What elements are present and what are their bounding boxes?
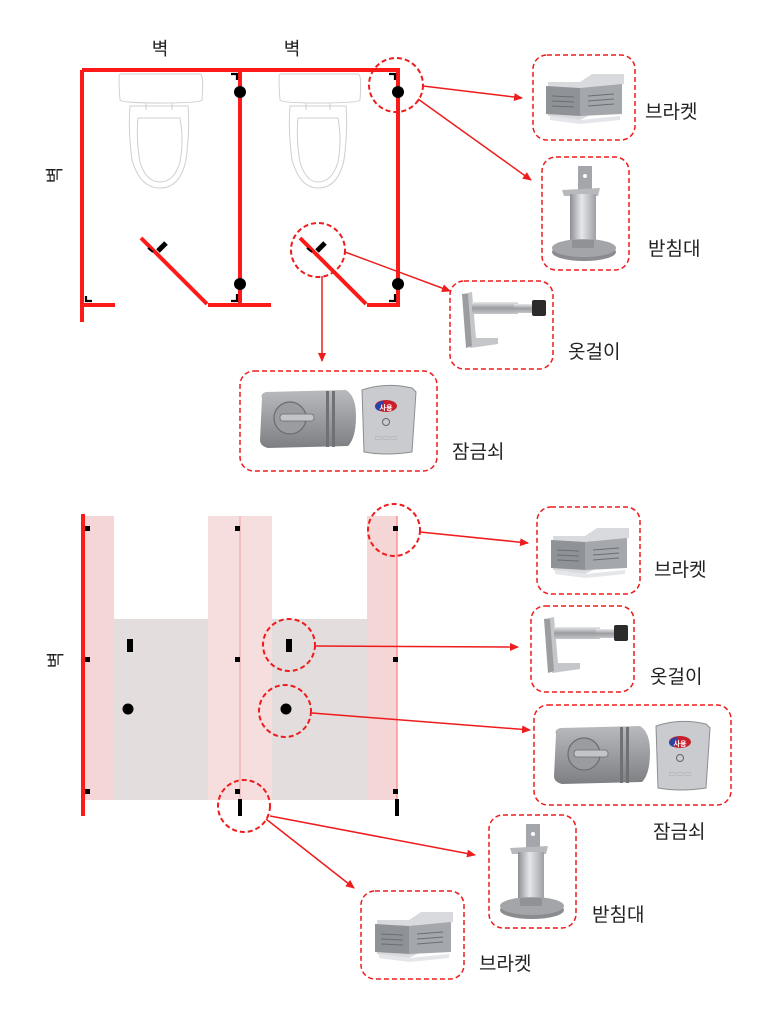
part-lock-elev: 사용 잠금쇠	[533, 704, 732, 843]
callout-circle-elev-lock	[258, 684, 312, 738]
support-leg-label: 받침대	[648, 238, 700, 260]
bracket-label: 브라켓	[645, 101, 697, 123]
toilet-left	[118, 73, 204, 189]
part-bracket-elev-bottom: 브라켓	[360, 890, 531, 980]
lock-label: 잠금쇠	[452, 441, 504, 463]
coat-hook-marks	[127, 639, 292, 652]
bracket-label-elev-top: 브라켓	[654, 559, 706, 581]
coat-hook-label: 옷걸이	[568, 341, 620, 363]
bracket-label-elev-bottom: 브라켓	[479, 953, 531, 975]
lock-indicator-text-elev: 사용	[674, 739, 687, 748]
callout-arrows	[318, 85, 532, 362]
wall-label-elevation: 벽	[46, 652, 67, 669]
part-coat-hook-elev: 옷걸이	[530, 605, 702, 693]
part-support-leg-top: 받침대	[541, 156, 700, 271]
lock-indicator-text: 사용	[380, 403, 393, 412]
partition-walls	[80, 68, 400, 322]
plan-view: 벽 벽 벽	[45, 39, 700, 472]
part-bracket-elev-top: 브라켓	[536, 506, 706, 595]
part-support-leg-elev: 받침대	[488, 814, 644, 929]
support-leg-bars	[238, 799, 399, 816]
elevation-view: 벽	[46, 503, 732, 980]
lock-marks	[147, 247, 313, 253]
lock-label-elev: 잠금쇠	[653, 821, 705, 843]
bracket-squares	[85, 526, 398, 794]
coat-hook-label-elev: 옷걸이	[650, 666, 702, 688]
callout-circle-elev-leg	[217, 779, 271, 833]
door-hardware	[156, 241, 327, 253]
wall-label-top-left: 벽	[152, 39, 169, 60]
part-lock-top: 사용 잠금쇠	[239, 370, 504, 472]
wall-label-left: 벽	[45, 167, 66, 184]
part-coat-hook-top: 옷걸이	[449, 280, 620, 370]
callout-circle-elev-hook	[262, 618, 316, 672]
callout-circle-door	[290, 222, 346, 278]
lock-dots	[122, 703, 292, 715]
bracket-marks	[84, 72, 397, 303]
elevation-callout-arrows	[265, 531, 531, 889]
toilet-right	[278, 73, 362, 189]
callout-circle-elev-corner	[367, 503, 421, 557]
support-leg-dots	[234, 86, 404, 290]
wall-label-top-right: 벽	[284, 39, 301, 60]
callout-circle-corner	[368, 57, 424, 113]
part-bracket-top: 브라켓	[532, 54, 697, 141]
support-leg-label-elev: 받침대	[592, 904, 644, 926]
